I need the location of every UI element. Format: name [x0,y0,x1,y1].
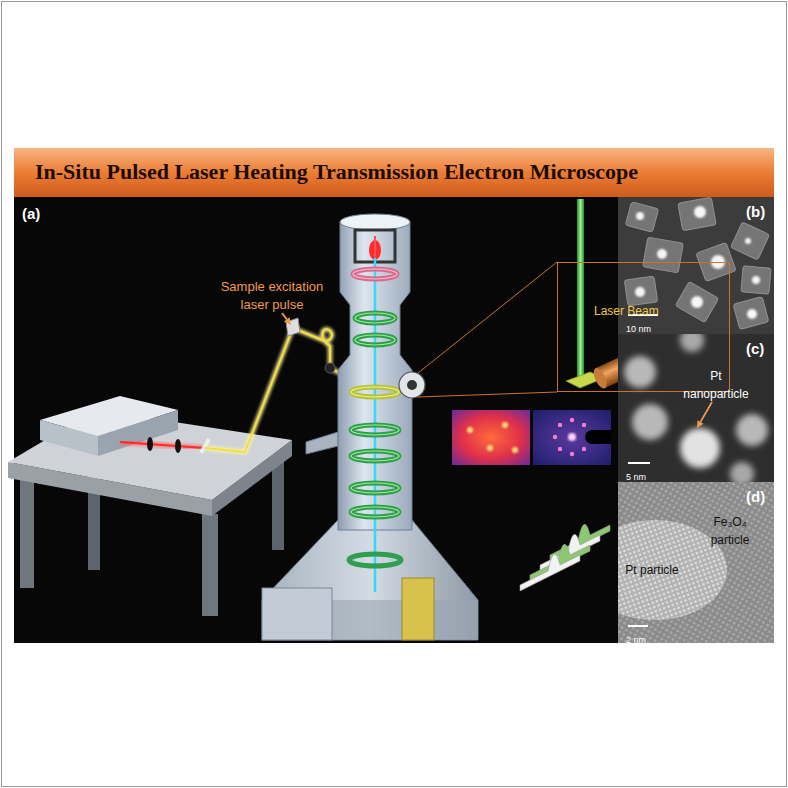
micrograph-panel: (c) Pt nanoparticle 5 nm [618,334,774,482]
text-holder: (a) [22,205,62,223]
particle-label: Fe₃O₄ particle [711,515,750,547]
scale-bar-label: 2 nm [626,635,646,645]
scale-bar-label: 5 nm [626,472,646,482]
text-holder: Pt particle [624,560,680,578]
text-holder: Sample excitation laser pulse [207,277,337,313]
text-holder: 10 nm [626,318,676,336]
figure-title: In-Situ Pulsed Laser Heating Transmissio… [35,159,638,184]
callout-label: Sample excitation laser pulse [221,279,324,312]
micrograph-panel: (d) Fe₃O₄ particle Pt particle 2 nm [618,482,774,643]
text-holder: (c) [746,340,772,358]
panel-label: (a) [22,205,40,222]
beam-label: Laser Beam [594,304,659,318]
figure-panel: (a)Sample excitation laser pulseLaser Be… [14,197,618,643]
text-holder: Pt nanoparticle [676,366,756,402]
text-holder: Fe₃O₄ particle [698,512,762,548]
scale-bar-label: 10 nm [626,324,651,334]
particle-label: Pt particle [625,563,678,577]
text-holder: (d) [746,488,772,506]
particle-label: Pt nanoparticle [683,369,748,401]
text-holder: 2 nm [626,629,676,647]
panel-label: (d) [746,488,765,505]
panel-label: (c) [746,340,764,357]
title-holder: In-Situ Pulsed Laser Heating Transmissio… [35,159,638,185]
text-holder: Laser Beam [594,301,684,319]
text-holder: 5 nm [626,466,676,484]
text-holder: (b) [746,203,772,221]
panel-label: (b) [746,203,765,220]
